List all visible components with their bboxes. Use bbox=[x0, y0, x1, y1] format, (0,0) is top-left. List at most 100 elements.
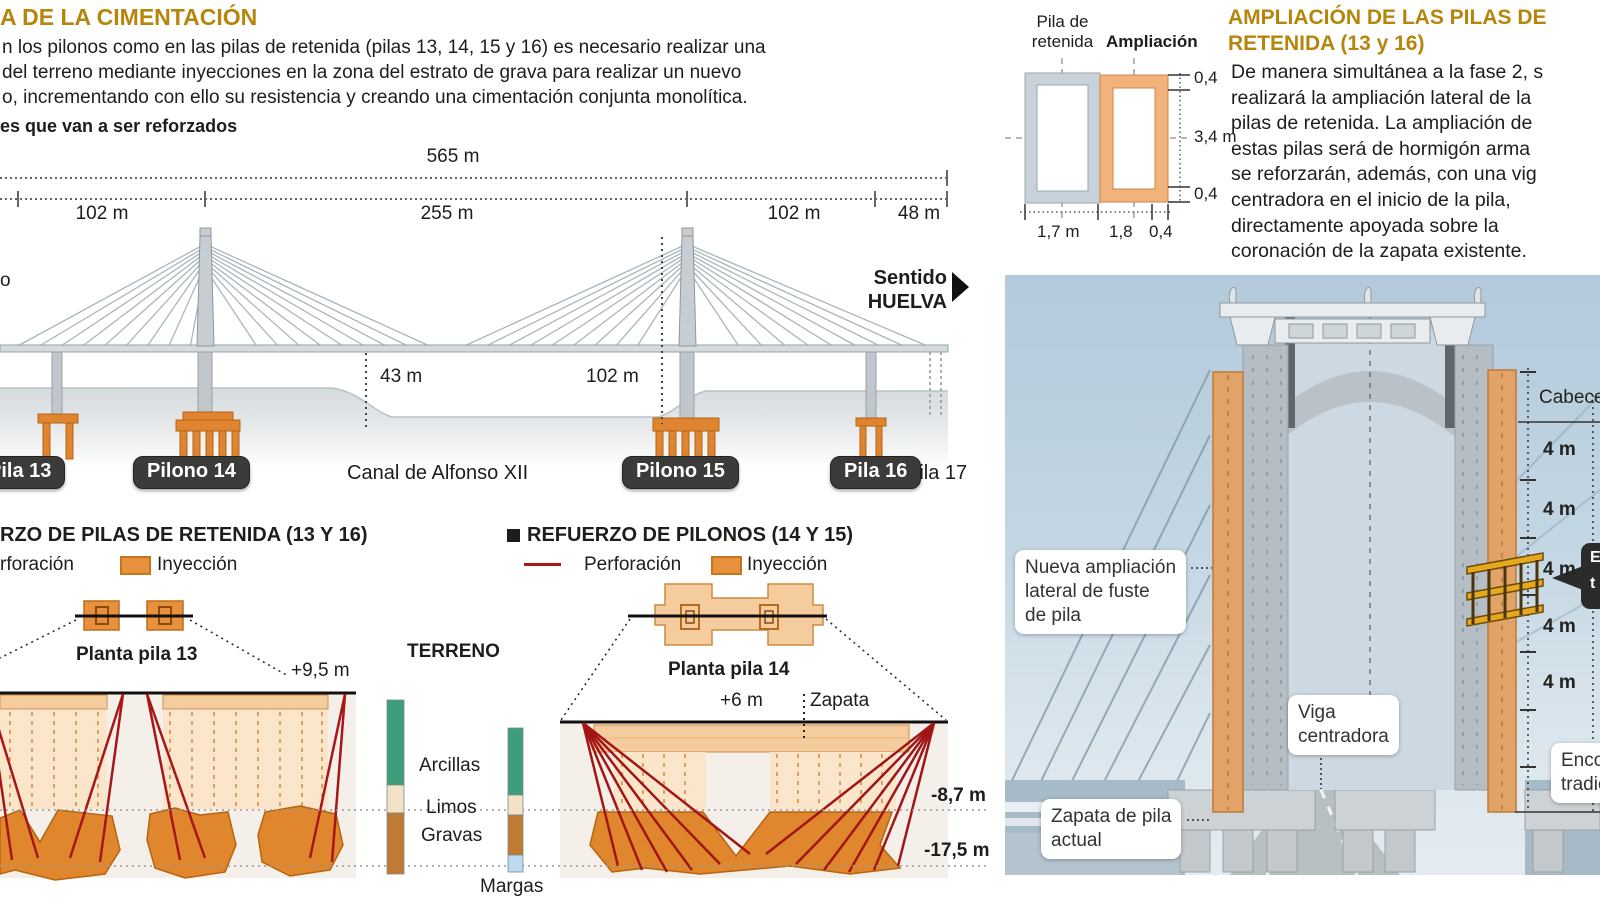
climbing-formwork-icon bbox=[1466, 552, 1544, 627]
pier-16 bbox=[865, 351, 877, 419]
article-line: se reforzarán, además, con una vig bbox=[1231, 163, 1537, 186]
plan-pila14-label: Planta pila 14 bbox=[668, 659, 790, 680]
dim-04-bottom: 0,4 bbox=[1194, 184, 1218, 203]
layer-gravas-label: Gravas bbox=[421, 825, 483, 846]
height-dimension-column bbox=[1515, 368, 1600, 813]
label-zapata-actual: Zapata de pila actual bbox=[1041, 799, 1182, 859]
pila-17-label: Pila 17 bbox=[906, 462, 968, 484]
dim-span-1: 102 m bbox=[75, 203, 129, 224]
level-6-label: +6 m bbox=[720, 690, 763, 711]
layer-margas-label: Margas bbox=[480, 876, 544, 897]
article-line: De manera simultánea a la fase 2, s bbox=[1231, 61, 1544, 83]
label-viga-centradora: Viga centradora bbox=[1288, 695, 1399, 755]
retenida-legend-inyeccion: Inyección bbox=[157, 554, 238, 575]
black-callout bbox=[1552, 543, 1600, 609]
pier-13 bbox=[51, 351, 63, 415]
article-title-line2: RETENIDA (13 y 16) bbox=[1228, 32, 1425, 55]
deck-cross-section bbox=[1219, 287, 1486, 346]
pier-17-dashed bbox=[929, 352, 942, 415]
label-line: Zapata de pila bbox=[1051, 806, 1172, 827]
existing-footings bbox=[1167, 789, 1600, 873]
footing-pilono15 bbox=[652, 417, 720, 469]
intro-line: o, incrementando con ello su resistencia… bbox=[2, 87, 748, 108]
page-title: A DE LA CIMENTACIÓN bbox=[0, 4, 258, 30]
soil-column-right bbox=[507, 727, 524, 873]
ampliacion-outline bbox=[1099, 74, 1169, 203]
retenida-legend-perforacion: rforación bbox=[0, 554, 74, 575]
total-span-dimension-line bbox=[0, 170, 948, 186]
article-body: De manera simultánea a la fase 2, s real… bbox=[1231, 60, 1543, 265]
dim-18: 1,8 bbox=[1109, 222, 1133, 241]
label-line: Encof bbox=[1561, 750, 1600, 771]
stay-cables bbox=[13, 243, 933, 349]
span-dimension-line bbox=[0, 191, 948, 207]
existing-pier-outline bbox=[1024, 72, 1101, 204]
article-title-line1: AMPLIACIÓN DE LAS PILAS DE bbox=[1228, 6, 1547, 29]
dim-4m-2: 4 m bbox=[1543, 499, 1576, 520]
bridge-elevation bbox=[0, 227, 949, 473]
label-cabecero: Cabece bbox=[1539, 387, 1600, 408]
label-encofrado-tradicional: Encof tradic bbox=[1551, 743, 1600, 803]
bridge-deck bbox=[0, 344, 949, 353]
dim-4m-3: 4 m bbox=[1543, 559, 1576, 580]
intro-line: n los pilonos como en las pilas de reten… bbox=[2, 37, 766, 58]
layer-arcillas-label: Arcillas bbox=[419, 755, 481, 776]
dim-4m-4: 4 m bbox=[1543, 616, 1576, 637]
dim-4m-1: 4 m bbox=[1543, 439, 1576, 460]
label-line: de pila bbox=[1025, 605, 1081, 626]
label-line: centradora bbox=[1298, 726, 1389, 747]
article-line: estas pilas será de hormigón arma bbox=[1231, 137, 1531, 160]
pilonos-legend-inyeccion: Inyección bbox=[747, 554, 828, 575]
dim-clearance: 43 m bbox=[380, 366, 423, 387]
level-95-label: +9,5 m bbox=[291, 660, 350, 681]
dim-span-4: 48 m bbox=[897, 203, 941, 224]
pilonos-legend-perforacion: Perforación bbox=[584, 554, 682, 575]
section-pila14 bbox=[560, 694, 948, 875]
level-87-label: -8,7 m bbox=[931, 785, 986, 806]
plan-pila14 bbox=[560, 583, 947, 721]
dim-17: 1,7 m bbox=[1037, 222, 1080, 241]
pylon-14 bbox=[196, 227, 215, 415]
intro-line: del terreno mediante inyecciones en la z… bbox=[2, 62, 742, 83]
direction-huelva: Sentido HUELVA bbox=[855, 266, 947, 314]
direction-left-fragment: o bbox=[0, 270, 11, 291]
existing-pier-label-2: retenida bbox=[1031, 32, 1094, 51]
section-dimension-marks bbox=[1020, 73, 1190, 220]
section-pila13 bbox=[0, 691, 356, 881]
pier-legs bbox=[1242, 344, 1494, 791]
label-leaders bbox=[1187, 567, 1322, 821]
label-line: tradic bbox=[1561, 774, 1600, 795]
existing-pier-label-1: Pila de bbox=[1036, 12, 1089, 31]
dim-4m-5: 4 m bbox=[1543, 672, 1576, 693]
dim-04-top: 0,4 bbox=[1194, 68, 1218, 87]
article-line: pilas de retenida. La ampliación de bbox=[1231, 112, 1533, 135]
article-line: centradora en el inicio de la pila, bbox=[1231, 188, 1511, 211]
direction-line: HUELVA bbox=[867, 291, 947, 313]
direction-line: Sentido bbox=[873, 267, 947, 289]
plan-pila13-label: Planta pila 13 bbox=[76, 644, 198, 665]
footing-pila16 bbox=[855, 417, 887, 459]
soil-column-left bbox=[386, 699, 405, 875]
dim-04-width: 0,4 bbox=[1149, 222, 1173, 241]
depth-level-lines bbox=[0, 809, 988, 867]
article-line: coronación de la zapata existente. bbox=[1231, 240, 1527, 263]
retenida-section-title: RZO DE PILAS DE RETENIDA (13 Y 16) bbox=[0, 524, 368, 546]
footing-pila13 bbox=[37, 413, 79, 460]
label-line: lateral de fuste bbox=[1025, 581, 1150, 602]
layer-limos-label: Limos bbox=[426, 797, 477, 818]
level-175-label: -17,5 m bbox=[924, 840, 990, 861]
dim-34: 3,4 m bbox=[1194, 127, 1237, 146]
label-line: Nueva ampliación bbox=[1025, 557, 1177, 578]
dim-span-3: 102 m bbox=[767, 203, 821, 224]
article-line: realizará la ampliación lateral de la bbox=[1231, 86, 1532, 109]
dim-pylon-height: 102 m bbox=[586, 366, 639, 387]
callout-text-line: t bbox=[1590, 575, 1596, 592]
terreno-title: TERRENO bbox=[407, 641, 500, 662]
callout-text-line: E bbox=[1590, 549, 1600, 566]
pier-rendering-panel: Nueva ampliación lateral de fuste de pil… bbox=[1005, 275, 1600, 875]
label-line: Viga bbox=[1298, 702, 1336, 723]
canal-label: Canal de Alfonso XII bbox=[347, 462, 529, 484]
plan-pila13 bbox=[0, 600, 289, 677]
label-line: actual bbox=[1051, 830, 1102, 851]
